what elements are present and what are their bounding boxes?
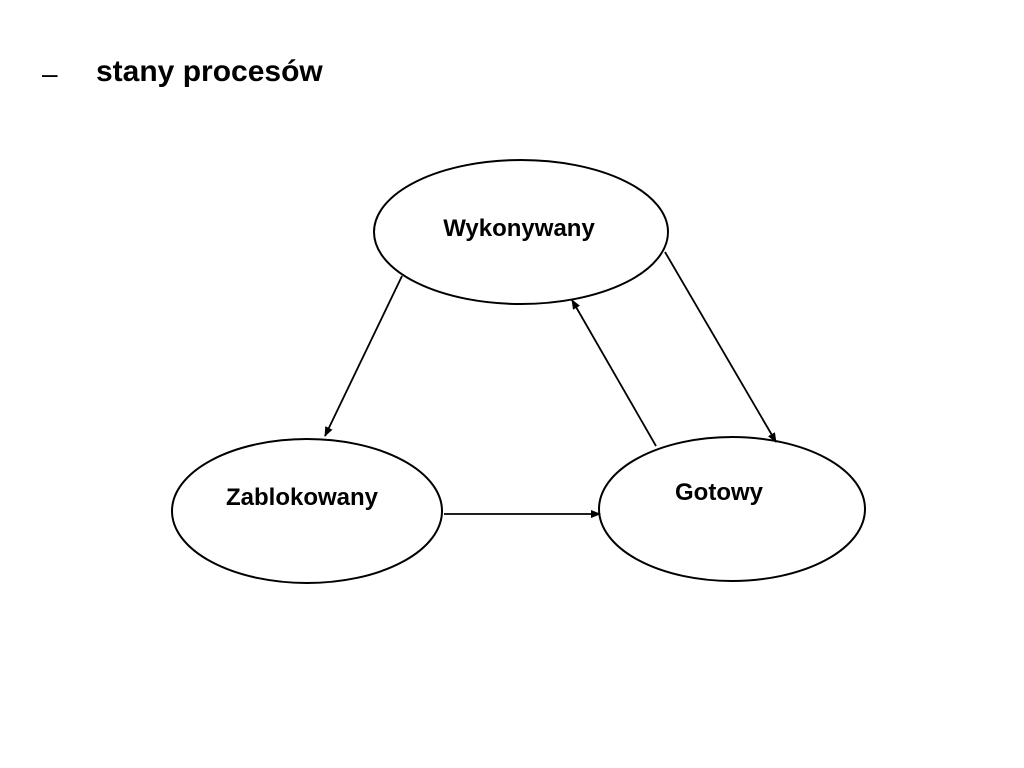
state-running-ellipse xyxy=(373,159,669,305)
state-blocked-ellipse xyxy=(171,438,443,584)
state-blocked: Zablokowany xyxy=(171,438,443,584)
state-running-label: Wykonywany xyxy=(443,215,595,242)
bullet-dash: – xyxy=(42,58,58,89)
slide-heading: stany procesów xyxy=(96,55,323,88)
state-ready-label: Gotowy xyxy=(675,479,764,506)
state-blocked-label: Zablokowany xyxy=(226,484,379,511)
arrow-running-to-ready xyxy=(664,251,777,443)
state-ready: Gotowy xyxy=(598,436,866,582)
state-running: Wykonywany xyxy=(373,159,669,305)
arrow-ready-to-running xyxy=(571,299,657,447)
state-ready-ellipse xyxy=(598,436,866,582)
arrow-running-to-blocked xyxy=(324,275,403,437)
